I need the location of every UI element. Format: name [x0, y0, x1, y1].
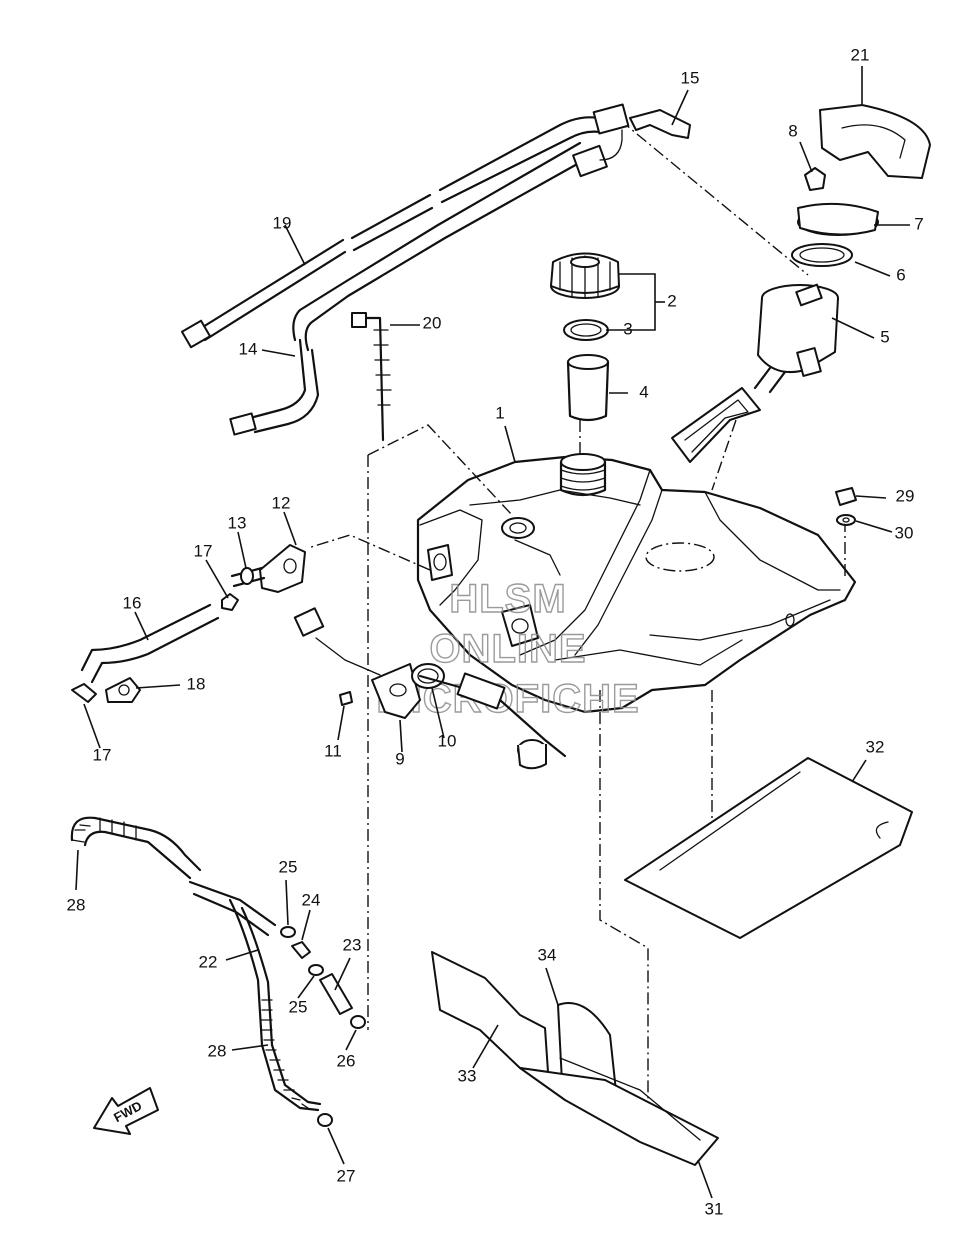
callout-33: 33	[458, 1066, 477, 1085]
callout-7: 7	[914, 214, 923, 233]
callout-27: 27	[337, 1166, 356, 1185]
callout-17-lower: 17	[93, 745, 112, 764]
watermark-line-2: ONLINE	[429, 627, 586, 671]
callout-9: 9	[395, 749, 404, 768]
fuel-pump-assembly	[671, 104, 931, 526]
callout-10: 10	[438, 731, 457, 750]
fuel-cap-assembly	[550, 252, 620, 422]
callout-2: 2	[667, 291, 676, 310]
callout-16: 16	[123, 593, 142, 612]
heat-shields	[431, 757, 913, 1166]
callout-14: 14	[239, 339, 258, 358]
vent-hoses-lower	[70, 816, 366, 1127]
callout-3: 3	[623, 319, 632, 338]
callout-17-upper: 17	[194, 541, 213, 560]
callout-26: 26	[337, 1051, 356, 1070]
callout-22: 22	[199, 952, 218, 971]
assembly-lines	[307, 119, 846, 1110]
callout-19: 19	[273, 213, 292, 232]
callout-numbers: 1 2 3 4 5 6 7 8 9 10 11 12 13 14 15 16 1…	[67, 45, 924, 1218]
fuel-cock-and-hose	[71, 544, 306, 703]
callout-30: 30	[895, 523, 914, 542]
callout-8: 8	[788, 121, 797, 140]
callout-28-lower: 28	[208, 1041, 227, 1060]
callout-25-upper: 25	[279, 857, 298, 876]
callout-25-lower: 25	[289, 997, 308, 1016]
callout-4: 4	[639, 382, 648, 401]
callout-21: 21	[851, 45, 870, 64]
leader-lines	[75, 66, 910, 1199]
callout-29: 29	[896, 486, 915, 505]
callout-23: 23	[343, 935, 362, 954]
cable-tie	[351, 312, 392, 442]
callout-11: 11	[324, 741, 342, 760]
callout-34: 34	[538, 945, 557, 964]
callout-6: 6	[896, 265, 905, 284]
watermark-line-1: HLSM	[449, 577, 566, 621]
watermark: HLSM ONLINE MICROFICHE	[376, 576, 640, 721]
callout-12: 12	[272, 493, 291, 512]
fuel-hoses-upper	[180, 103, 691, 436]
callout-20: 20	[423, 313, 442, 332]
callout-5: 5	[880, 327, 889, 346]
callout-31: 31	[705, 1199, 724, 1218]
callout-1: 1	[495, 403, 504, 422]
callout-13: 13	[228, 513, 247, 532]
fuel-sender-assembly	[293, 607, 567, 770]
forward-direction-badge: FWD	[93, 1087, 159, 1135]
fuel-tank	[416, 453, 857, 714]
callout-15: 15	[681, 68, 700, 87]
callout-32: 32	[866, 737, 885, 756]
callout-28-upper: 28	[67, 895, 86, 914]
callout-18: 18	[187, 674, 206, 693]
callout-24: 24	[302, 890, 321, 909]
